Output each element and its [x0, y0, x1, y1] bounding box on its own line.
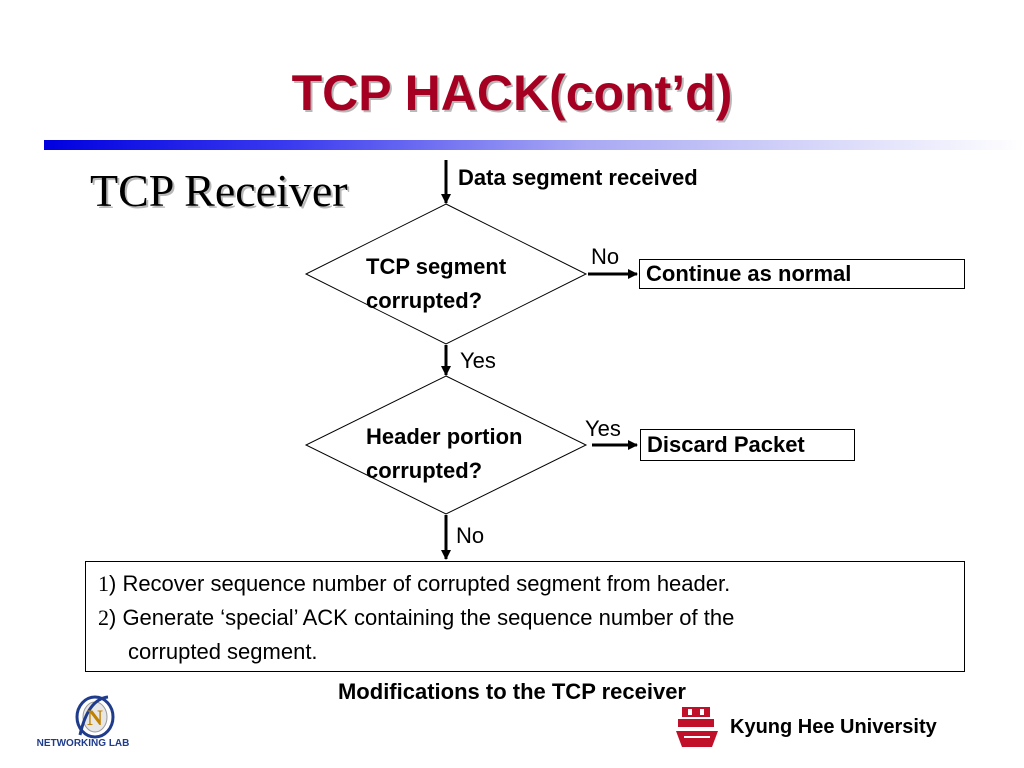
decision2-yes-label: Yes [585, 416, 621, 441]
discard-packet-box: Discard Packet [640, 429, 855, 461]
step-2-continuation: corrupted segment. [128, 639, 318, 664]
title-underline-bar [44, 140, 1024, 150]
decision2-diamond [304, 375, 588, 515]
slide-subtitle: TCP Receiver [90, 165, 348, 216]
steps-box: 1) Recover sequence number of corrupted … [85, 561, 965, 672]
decision1-yes-label: Yes [460, 348, 496, 373]
logo-letter: N [87, 705, 103, 730]
decision1-no-label: No [591, 244, 620, 269]
start-label: Data segment received [458, 165, 698, 190]
discard-packet-text: Discard Packet [647, 432, 805, 457]
decision2-no-label: No [456, 523, 485, 548]
university-crest-icon [676, 707, 718, 747]
decision2-text: Header portion corrupted? [366, 420, 522, 488]
decision1-line2: corrupted? [366, 288, 483, 313]
slide-title: TCP HACK(cont’d) [291, 65, 733, 121]
step-2-number: 2 [98, 605, 109, 630]
step-2-text: ) Generate ‘special’ ACK containing the … [109, 605, 735, 630]
step-1: 1) Recover sequence number of corrupted … [98, 567, 954, 601]
networking-lab-text: NETWORKING LAB [36, 738, 130, 749]
university-name: Kyung Hee University [730, 716, 937, 738]
continue-normal-text: Continue as normal [646, 261, 852, 286]
decision2-line1: Header portion [366, 424, 523, 449]
decision1-line1: TCP segment [366, 254, 507, 279]
step-2: 2) Generate ‘special’ ACK containing the… [98, 601, 954, 635]
networking-lab-logo-icon: N [75, 695, 115, 739]
decision2-line2: corrupted? [366, 458, 483, 483]
diagram-caption: Modifications to the TCP receiver [337, 679, 686, 704]
decision1-text: TCP segment corrupted? [366, 250, 506, 318]
step-1-number: 1 [98, 571, 109, 596]
step-1-text: ) Recover sequence number of corrupted s… [109, 571, 731, 596]
continue-normal-box: Continue as normal [639, 259, 965, 289]
decision1-diamond [304, 203, 588, 345]
